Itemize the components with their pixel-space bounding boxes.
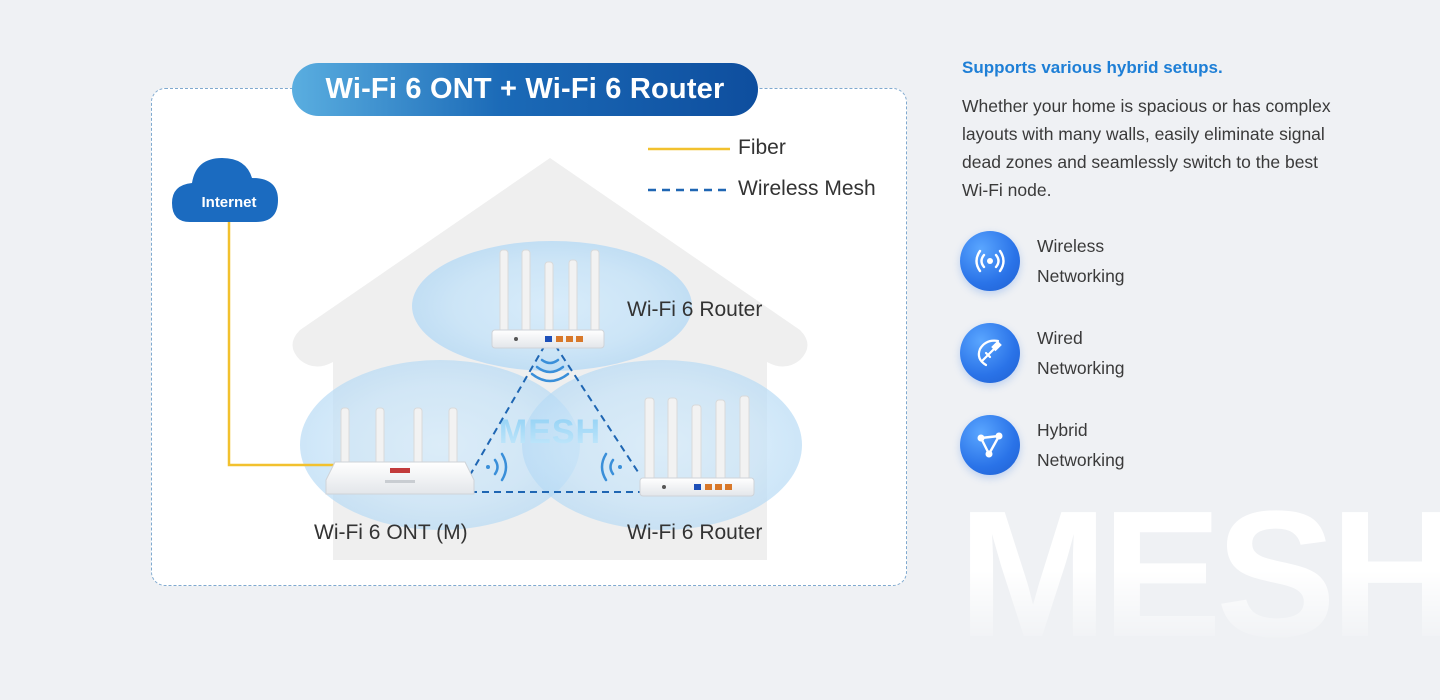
wifi-waves-left-icon xyxy=(486,452,508,482)
ethernet-cable-icon xyxy=(960,323,1020,383)
wifi-waves-right-icon xyxy=(600,452,622,482)
wireless-signal-icon xyxy=(960,231,1020,291)
feature-hybrid-line2: Networking xyxy=(1037,450,1125,470)
mesh-watermark: MESH xyxy=(958,485,1440,665)
mesh-center-text: MESH xyxy=(499,413,601,451)
mesh-links xyxy=(469,344,645,493)
feature-wireless-line1: Wireless xyxy=(1037,236,1105,256)
fiber-line xyxy=(227,222,335,467)
wifi-waves-top-icon xyxy=(530,358,570,383)
ont-label: Wi-Fi 6 ONT (M) xyxy=(314,521,468,544)
legend-mesh-label: Wireless Mesh xyxy=(738,177,876,200)
feature-wireless-line2: Networking xyxy=(1037,266,1125,286)
feature-wireless: Wireless Networking xyxy=(960,231,1125,291)
diagram-title: Wi-Fi 6 ONT + Wi-Fi 6 Router xyxy=(292,63,758,116)
hybrid-network-icon xyxy=(960,415,1020,475)
internet-cloud-icon: Internet xyxy=(172,158,278,222)
legend-fiber-label: Fiber xyxy=(738,136,786,159)
feature-wired: Wired Networking xyxy=(960,323,1125,383)
top-router-label: Wi-Fi 6 Router xyxy=(627,298,763,321)
feature-wired-line2: Networking xyxy=(1037,358,1125,378)
feature-hybrid-line1: Hybrid xyxy=(1037,420,1088,440)
right-router-device xyxy=(639,395,755,497)
internet-label: Internet xyxy=(201,194,256,211)
section-heading: Supports various hybrid setups. xyxy=(962,58,1223,77)
top-router-device xyxy=(491,249,605,349)
feature-hybrid: Hybrid Networking xyxy=(960,415,1125,475)
right-router-label: Wi-Fi 6 Router xyxy=(627,521,763,544)
ont-device xyxy=(325,407,475,495)
section-description: Whether your home is spacious or has com… xyxy=(962,96,1331,200)
feature-wired-line1: Wired xyxy=(1037,328,1083,348)
